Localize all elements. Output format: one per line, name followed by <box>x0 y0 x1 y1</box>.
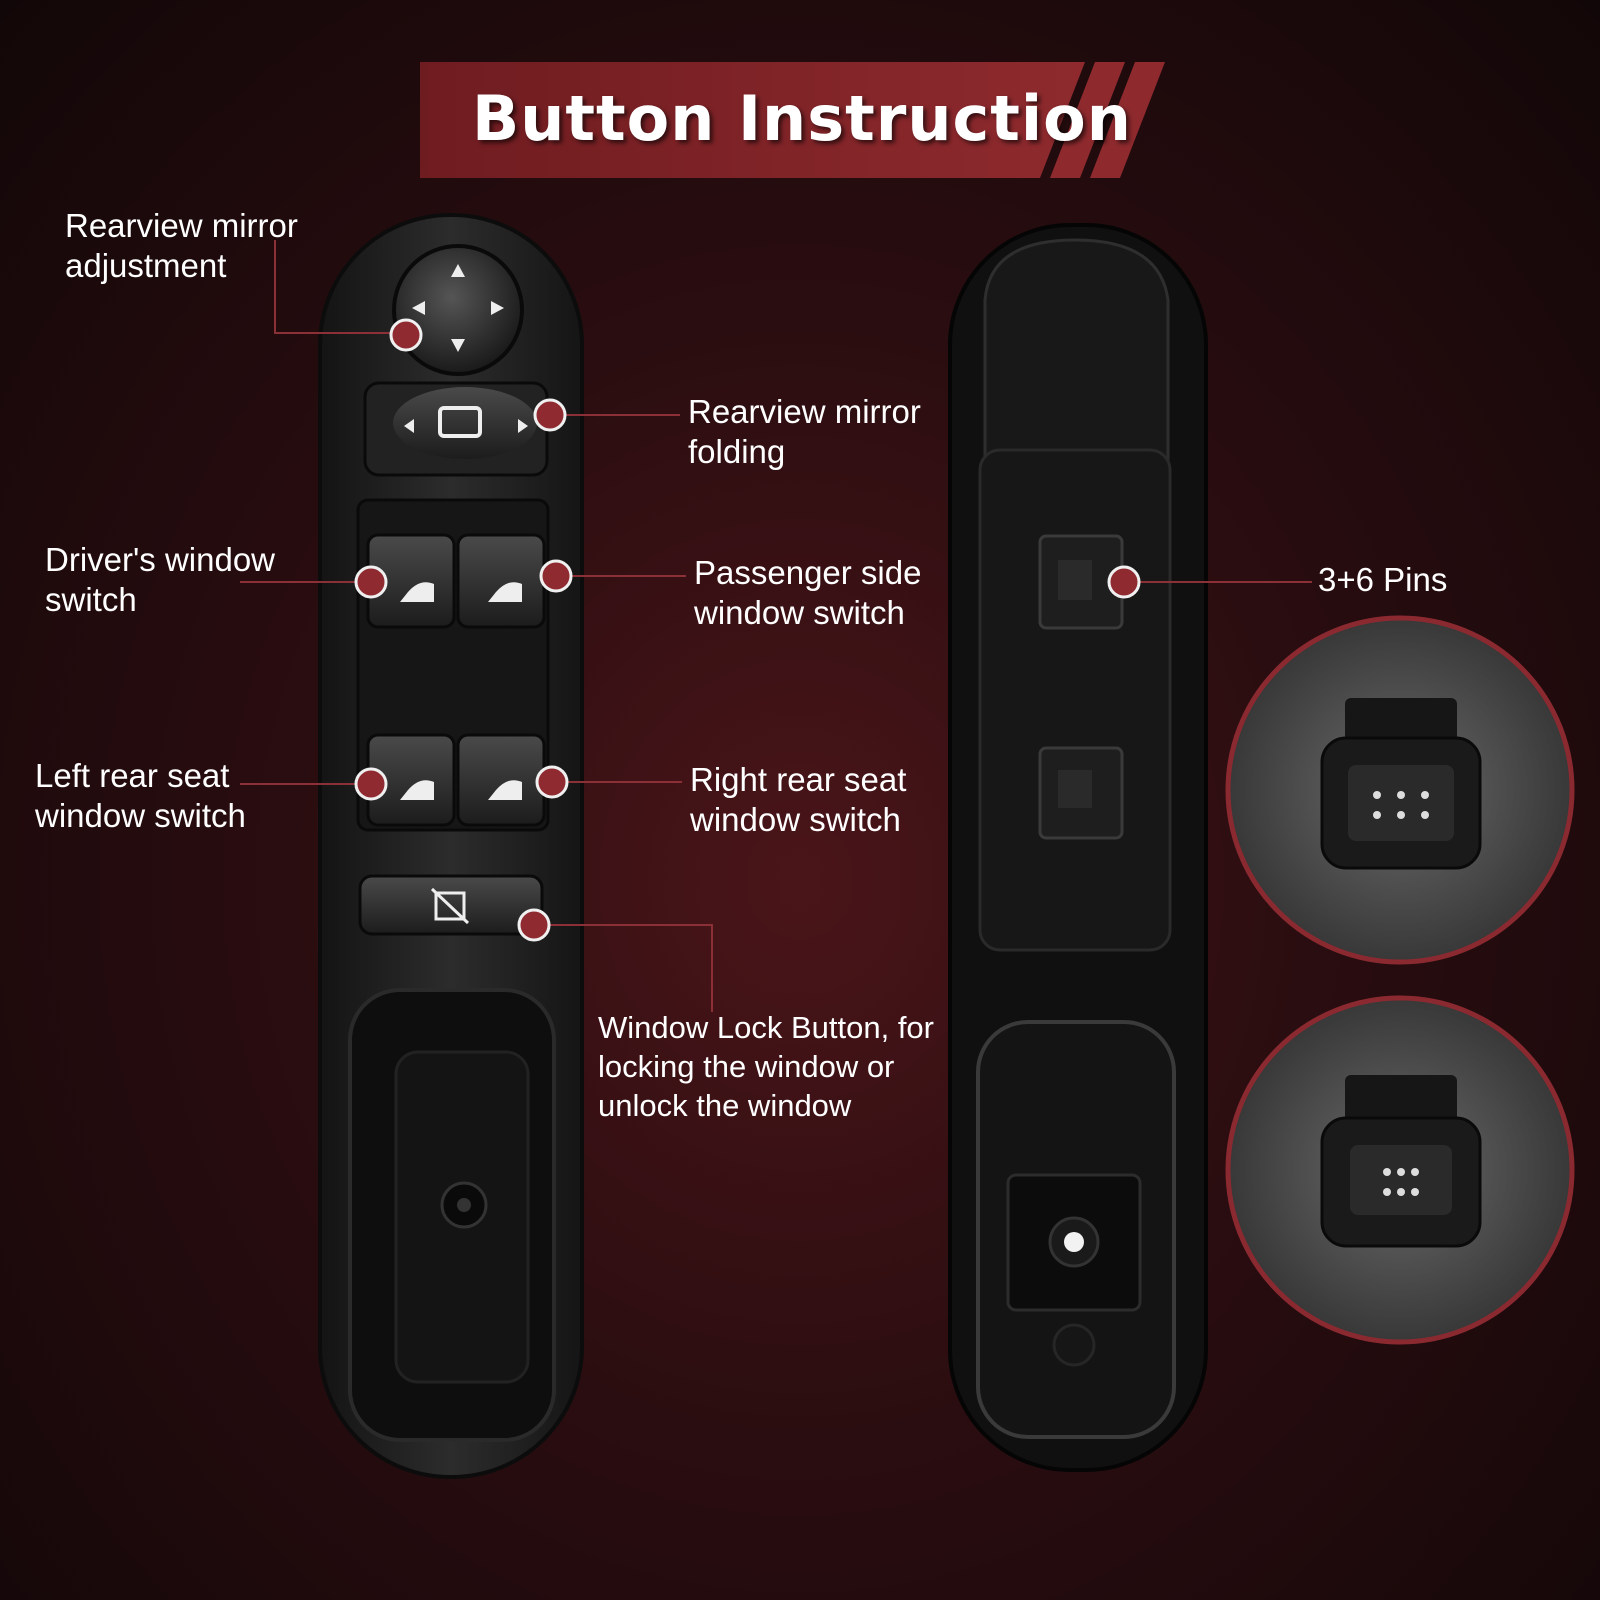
connector-6pin-icon <box>1038 534 1124 630</box>
title-banner <box>420 62 1165 178</box>
label-mirror-folding: Rearview mirror folding <box>688 393 921 470</box>
mirror-fold-icon <box>363 381 549 477</box>
window-lock-icon <box>358 874 544 936</box>
passenger-window-switch-icon <box>456 533 546 629</box>
right-rear-window-switch-icon <box>456 733 546 827</box>
left-rear-window-switch-icon <box>366 733 456 827</box>
label-passenger-window: Passenger side window switch <box>694 554 922 631</box>
leader-lines <box>240 240 1312 1012</box>
pin-zoom-top <box>1225 615 1575 965</box>
connector-3pin-icon <box>1038 746 1124 840</box>
callout-dots <box>354 318 1141 942</box>
label-right-rear-window: Right rear seat window switch <box>690 761 907 838</box>
label-mirror-adjustment: Rearview mirror adjustment <box>65 207 298 284</box>
back-panel <box>948 223 1208 1472</box>
mirror-knob-icon <box>392 244 524 376</box>
label-pins: 3+6 Pins <box>1318 561 1448 598</box>
label-driver-window: Driver's window switch <box>45 541 276 618</box>
label-window-lock: Window Lock Button, for locking the wind… <box>598 1010 934 1123</box>
front-switch-panel <box>318 213 584 1479</box>
pin-zoom-bottom <box>1225 995 1575 1345</box>
page-title: Button Instruction <box>472 82 1132 155</box>
label-left-rear-window: Left rear seat window switch <box>35 757 246 834</box>
